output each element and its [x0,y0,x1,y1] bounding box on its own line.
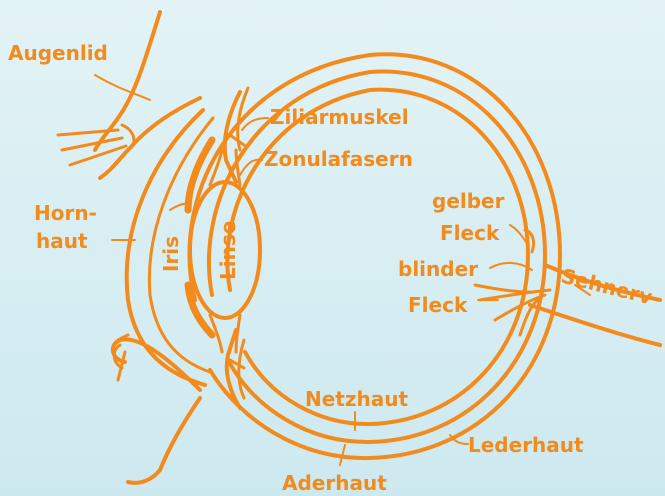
label-gelber-2: Fleck [440,221,500,245]
label-blinder-2: Fleck [408,293,468,317]
label-gelber-1: gelber [432,189,505,213]
label-iris: Iris [159,236,183,272]
label-blinder-1: blinder [398,257,478,281]
label-ziliarmuskel: Ziliarmuskel [270,105,409,129]
label-hornhaut-1: Horn- [34,201,97,225]
label-netzhaut: Netzhaut [305,387,408,411]
label-augenlid: Augenlid [8,41,108,65]
label-linse: Linse [216,221,240,280]
label-zonulafasern: Zonulafasern [264,147,413,171]
label-hornhaut-2: haut [36,229,88,253]
label-lederhaut: Lederhaut [468,433,584,457]
label-aderhaut: Aderhaut [282,471,387,495]
